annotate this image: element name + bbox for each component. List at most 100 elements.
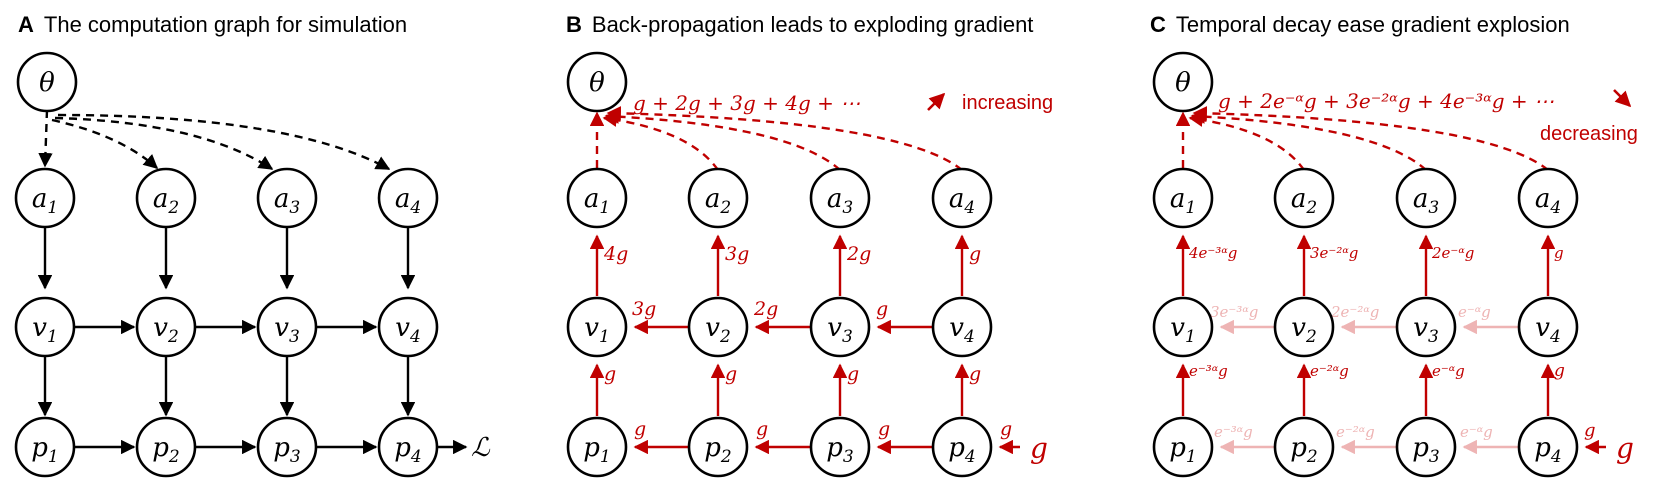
panel-c-title-text: Temporal decay ease gradient explosion xyxy=(1176,12,1570,37)
b-a4-label: a4 xyxy=(949,184,975,218)
v4-label: v4 xyxy=(395,313,421,347)
panel-b-theta-edges xyxy=(589,106,963,171)
c-p3-subscript: 3 xyxy=(1429,447,1440,467)
v3-label-text: v xyxy=(274,313,289,343)
c-a3-node xyxy=(1395,167,1457,229)
c-a4-to-theta-edge xyxy=(1192,106,1549,171)
panel-a-letter: A xyxy=(18,12,34,37)
p4-label: p4 xyxy=(394,433,421,467)
b-a2-subscript: 2 xyxy=(719,198,731,218)
c-a2-subscript: 2 xyxy=(1305,198,1317,218)
c-a3-grad-label: 2e⁻ᵅg xyxy=(1431,244,1474,262)
b-a4-subscript: 4 xyxy=(963,198,975,218)
b-p1-label: p1 xyxy=(583,433,610,467)
p2-label-text: p xyxy=(152,433,169,463)
b-a2-label-text: a xyxy=(705,184,721,214)
panel-b-title: B Back-propagation leads to exploding gra… xyxy=(566,12,1033,37)
v1-label: v1 xyxy=(32,313,58,347)
b-v2-subscript: 2 xyxy=(719,327,731,347)
b-p3-label: p3 xyxy=(826,433,853,467)
panel-c-gradient-sum: g + 2e⁻ᵅg + 3e⁻²ᵅg + 4e⁻³ᵅg + ⋯ xyxy=(1218,89,1554,113)
c-a1-label: a1 xyxy=(1170,184,1196,218)
b-theta-node xyxy=(566,51,628,113)
c-v4-node xyxy=(1517,296,1579,358)
b-p4-label-text: p xyxy=(948,433,965,463)
c-a3-to-theta-edge xyxy=(1190,109,1427,171)
b-p2-subscript: 2 xyxy=(720,447,732,467)
p2-node xyxy=(135,416,197,478)
p3-label: p3 xyxy=(273,433,300,467)
p1-subscript: 1 xyxy=(48,447,59,467)
v4-node xyxy=(377,296,439,358)
b-v3-label: v3 xyxy=(827,313,853,347)
b-a3-to-theta-edge xyxy=(604,109,841,171)
c-p1-grad-label: e⁻³ᵅg xyxy=(1214,423,1253,441)
c-v2-subscript: 2 xyxy=(1305,327,1317,347)
a3-label: a3 xyxy=(274,184,300,218)
c-a2-to-theta-edge xyxy=(1188,112,1305,171)
panel-b-gradient-sum: g + 2g + 3g + 4g + ⋯ xyxy=(633,91,860,115)
c-p3-grad-label: e⁻ᵅg xyxy=(1460,423,1493,441)
c-p1-node xyxy=(1152,416,1214,478)
panel-c-letter: C xyxy=(1150,12,1166,37)
panel-c-nodes: θ a1 a2 a3 a4 v1 v2 v3 v4 p1 p2 p3 p4 xyxy=(1152,51,1579,478)
b-v1-label: v1 xyxy=(584,313,610,347)
b-v2-node xyxy=(687,296,749,358)
c-p2-subscript: 2 xyxy=(1306,447,1318,467)
b-v3-node xyxy=(809,296,871,358)
p3-node xyxy=(256,416,318,478)
a2-node xyxy=(135,167,197,229)
b-p4-node xyxy=(931,416,993,478)
c-p1-label: p1 xyxy=(1169,433,1196,467)
c-p3-label-text: p xyxy=(1412,433,1429,463)
theta-to-a3-edge xyxy=(54,116,274,171)
a3-subscript: 3 xyxy=(289,198,300,218)
b-p3-node xyxy=(809,416,871,478)
c-a4-grad-label: g xyxy=(1554,244,1564,262)
c-p4-subscript: 4 xyxy=(1550,447,1562,467)
p1-node xyxy=(14,416,76,478)
b-v1-node xyxy=(566,296,628,358)
p4-label-text: p xyxy=(394,433,411,463)
c-v4-label: v4 xyxy=(1535,313,1561,347)
p1-label: p1 xyxy=(31,433,58,467)
c-v2-grad-label: 2e⁻²ᵅg xyxy=(1330,303,1379,321)
a2-label: a2 xyxy=(153,184,179,218)
a1-label: a1 xyxy=(32,184,58,218)
c-a1-grad-label: 4e⁻³ᵅg xyxy=(1188,244,1237,262)
v3-subscript: 3 xyxy=(289,327,300,347)
v3-label: v3 xyxy=(274,313,300,347)
b-a2-to-theta-edge xyxy=(602,112,719,171)
b-a3-node xyxy=(809,167,871,229)
b-p4-subscript: 4 xyxy=(964,447,976,467)
b-a3-label: a3 xyxy=(827,184,853,218)
b-a1-label: a1 xyxy=(584,184,610,218)
b-p4-label: p4 xyxy=(948,433,975,467)
b-input-grad-label: g xyxy=(1030,432,1048,465)
b-v4-subscript: 4 xyxy=(963,327,975,347)
c-a2-node xyxy=(1273,167,1335,229)
a4-label: a4 xyxy=(395,184,421,218)
a4-subscript: 4 xyxy=(409,198,421,218)
c-v3-subscript: 3 xyxy=(1428,327,1439,347)
c-p1-subscript: 1 xyxy=(1186,447,1197,467)
c-v3-grad-label: e⁻ᵅg xyxy=(1458,303,1491,321)
panel-b-gradient-labels: 4g 3g 2g g 3g 2g g g g g g g g g g g xyxy=(603,243,1048,465)
a1-node xyxy=(14,167,76,229)
panel-b-letter: B xyxy=(566,12,582,37)
b-a3-grad-label: 2g xyxy=(846,243,871,265)
v1-label-text: v xyxy=(32,313,47,343)
c-theta-label: θ xyxy=(1175,68,1191,98)
a2-subscript: 2 xyxy=(167,198,179,218)
panel-b-title-text: Back-propagation leads to exploding grad… xyxy=(592,12,1034,37)
panel-c-title: C Temporal decay ease gradient explosion xyxy=(1150,12,1570,37)
panel-b-trend-label: increasing xyxy=(962,92,1053,114)
c-v1-subscript: 1 xyxy=(1185,327,1196,347)
c-p3-node xyxy=(1395,416,1457,478)
b-v3-grad-label: g xyxy=(876,298,888,320)
c-v2-node xyxy=(1273,296,1335,358)
